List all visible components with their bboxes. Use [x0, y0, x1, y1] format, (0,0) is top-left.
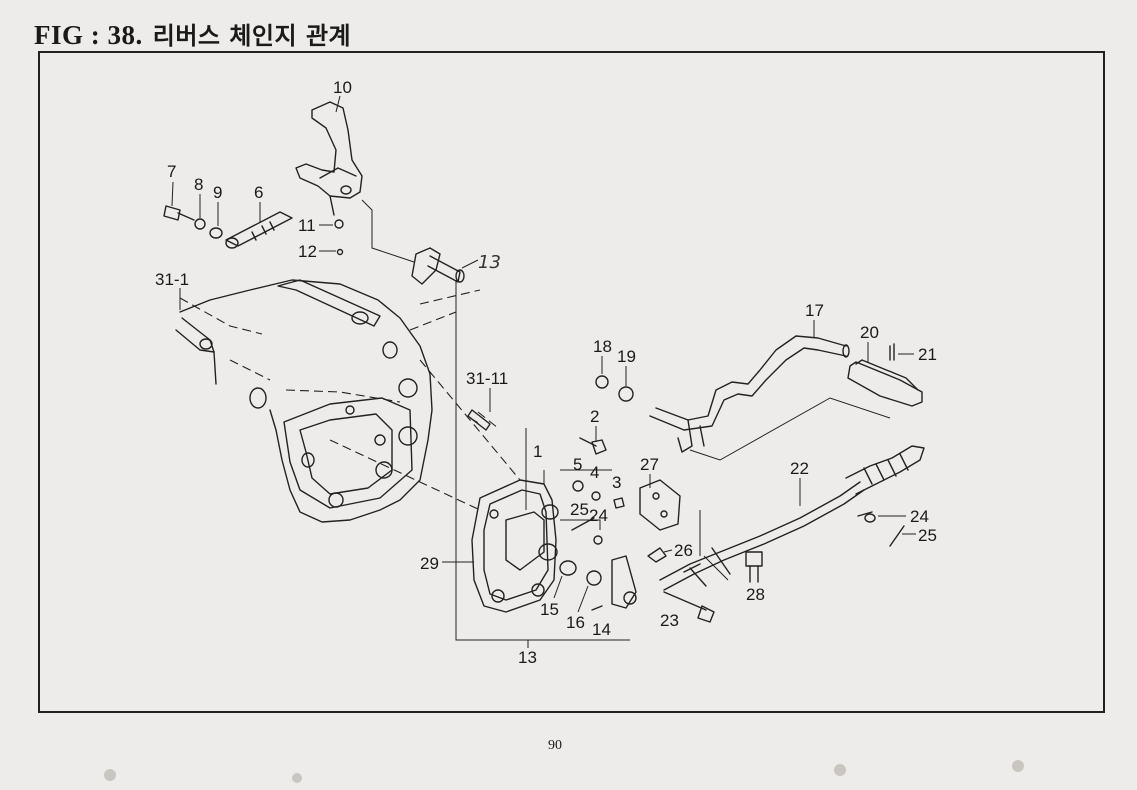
- leader-line: [663, 549, 673, 553]
- pin-part-25: [889, 525, 905, 547]
- callout-23: 23: [660, 611, 679, 630]
- washer-part-19: [618, 386, 634, 402]
- scan-speck: [1012, 760, 1024, 772]
- callout-31-11: 31-11: [466, 369, 508, 388]
- callout-22: 22: [790, 459, 809, 478]
- ball-part-12: [336, 248, 344, 256]
- clip-part-18: [595, 375, 609, 389]
- callout-25-right: 25: [918, 526, 937, 545]
- scan-speck: [292, 773, 302, 783]
- hidden-line: [409, 289, 481, 331]
- leader-line: [525, 428, 612, 510]
- bolt-part-28: [745, 551, 763, 583]
- callout-15: 15: [540, 600, 559, 619]
- bolt-part-2: [579, 437, 607, 455]
- callout-3: 3: [612, 473, 621, 492]
- page-number: 90: [548, 738, 562, 753]
- washer-part-24: [864, 513, 876, 523]
- pin-part-14: [591, 605, 603, 611]
- callout-13-bottom: 13: [518, 648, 537, 667]
- washer-part-9: [209, 227, 223, 239]
- callout-25-left: 25: [570, 500, 589, 519]
- callout-4: 4: [590, 463, 599, 482]
- callout-27: 27: [640, 455, 659, 474]
- arm-part-14: [611, 555, 637, 609]
- leader-line: [689, 397, 891, 461]
- nut-part-3: [613, 497, 625, 509]
- transmission-case-part-31-1: [175, 279, 433, 523]
- washer-part-24: [593, 535, 603, 545]
- callout-29: 29: [420, 554, 439, 573]
- bracket-part-27: [639, 479, 681, 531]
- pedal-part-20: [847, 359, 923, 407]
- pin-part-6: [225, 211, 293, 249]
- hidden-line: [329, 359, 521, 511]
- cover-part-1: [471, 479, 559, 613]
- leader-line: [171, 181, 174, 207]
- callout-8: 8: [194, 175, 203, 194]
- leader-line: [335, 95, 341, 113]
- callout-10: 10: [333, 78, 352, 97]
- washer-part-24: [857, 511, 873, 517]
- pin-part-21: [889, 343, 895, 361]
- bolt-part-23: [663, 591, 715, 623]
- washer-part-16: [586, 570, 602, 586]
- leader-line: [699, 510, 729, 581]
- callout-26: 26: [674, 541, 693, 560]
- callout-14: 14: [592, 620, 611, 639]
- callout-19: 19: [617, 347, 636, 366]
- callout-7: 7: [167, 162, 176, 181]
- diagram-frame: [38, 51, 1105, 713]
- leader-line: [577, 585, 589, 613]
- callout-1: 1: [533, 442, 542, 461]
- callout-11: 11: [298, 216, 316, 235]
- callout-31-1: 31-1: [155, 270, 189, 289]
- callout-16: 16: [566, 613, 585, 632]
- callout-20: 20: [860, 323, 879, 342]
- washer-part-4: [591, 491, 601, 501]
- leader-line: [455, 280, 630, 641]
- callout-24-left: 24: [589, 506, 608, 525]
- washer-part-8: [194, 218, 206, 230]
- cable-part-22: [659, 445, 925, 591]
- seal-part-15: [559, 560, 577, 576]
- callout-5: 5: [573, 455, 582, 474]
- spring-part-11: [334, 219, 344, 229]
- lever-part-17: [649, 335, 850, 453]
- pin-part-31-11: [467, 409, 491, 431]
- callout-12: 12: [298, 242, 317, 261]
- callout-28: 28: [746, 585, 765, 604]
- hidden-line: [179, 297, 401, 403]
- figure-caption: 리버스 체인지 관계: [152, 22, 352, 50]
- callout-13-handwritten: 13: [478, 252, 501, 273]
- callout-24-right: 24: [910, 507, 929, 526]
- leader-line: [560, 519, 601, 530]
- scan-speck: [104, 769, 116, 781]
- callout-17: 17: [805, 301, 824, 320]
- shift-fork-part-10: [295, 101, 363, 216]
- scan-speck: [834, 764, 846, 776]
- callout-9: 9: [213, 183, 222, 202]
- callout-6: 6: [254, 183, 263, 202]
- callout-2: 2: [590, 407, 599, 426]
- leader-line: [461, 259, 479, 269]
- leader-line: [553, 575, 563, 599]
- bolt-part-7: [163, 205, 195, 221]
- figure-title: FIG : 38. 리버스 체인지 관계: [34, 16, 351, 51]
- figure-number: FIG : 38.: [34, 20, 143, 50]
- shaft-part-13: [411, 247, 465, 285]
- callout-21: 21: [918, 345, 937, 364]
- washer-part-5: [572, 480, 584, 492]
- leader-line: [361, 199, 415, 263]
- bolt-part-26: [647, 547, 667, 563]
- callout-18: 18: [593, 337, 612, 356]
